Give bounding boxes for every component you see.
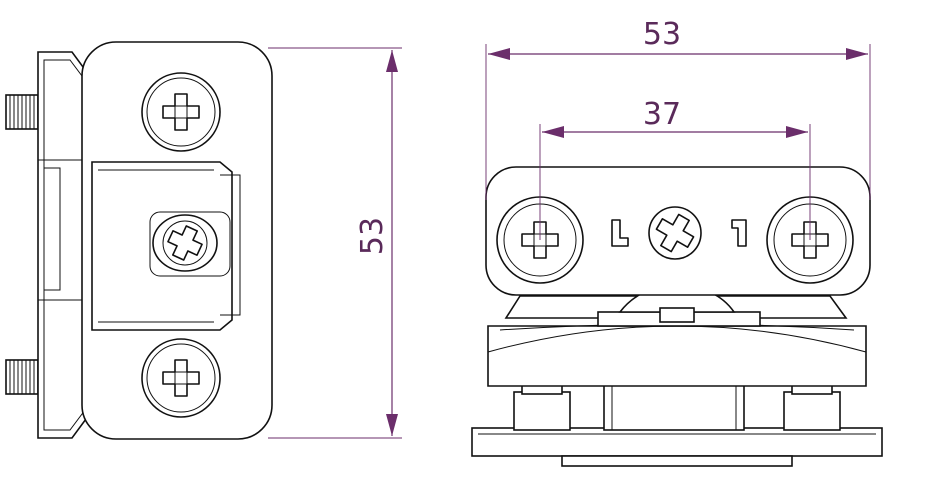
- dimension-spacing: 37: [539, 97, 811, 240]
- bracket-mark-right: [731, 219, 747, 247]
- screw-center: [648, 206, 702, 260]
- dimension-width: 53: [485, 17, 871, 200]
- dimension-width-label: 53: [643, 17, 681, 52]
- lower-housing: [487, 325, 867, 387]
- screw-bottom: [141, 338, 221, 418]
- threaded-stud-bottom: [5, 359, 39, 395]
- dimension-spacing-label: 37: [643, 97, 681, 132]
- mount-plate: [471, 427, 883, 457]
- dimension-height-label: 53: [355, 217, 390, 255]
- dimension-height: 53: [268, 47, 402, 439]
- screw-middle: [152, 214, 218, 272]
- side-view: 53: [5, 41, 402, 440]
- front-view: 53 37: [471, 17, 883, 467]
- threaded-stud-top: [5, 94, 39, 130]
- screw-top: [141, 72, 221, 152]
- bracket-mark-left: [611, 219, 629, 247]
